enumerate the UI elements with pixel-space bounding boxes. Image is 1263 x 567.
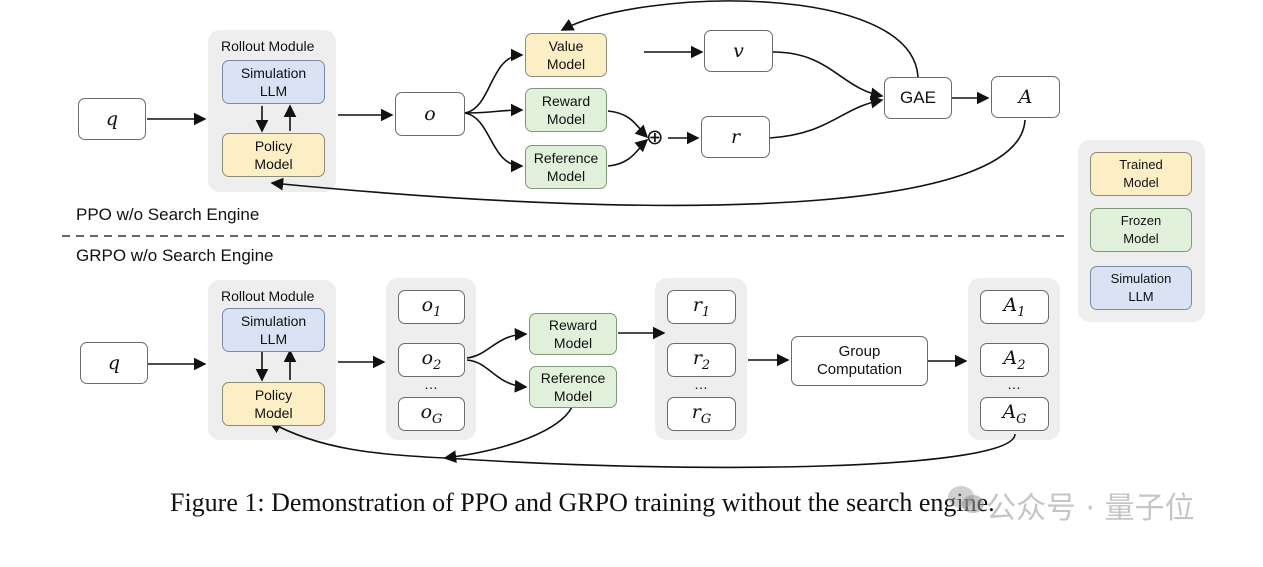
grpo-reference-model-box: Reference Model — [529, 366, 617, 408]
grpo-output-g-label: oG — [420, 401, 443, 427]
grpo-group-computation-box: Group Computation — [791, 336, 928, 386]
grpo-output-2-box: o2 — [398, 343, 465, 377]
legend-simulation-llm: Simulation LLM — [1090, 266, 1192, 310]
watermark: 公众号 · 量子位 — [986, 491, 1195, 526]
ppo-simulation-llm-box: Simulation LLM — [222, 60, 325, 104]
ppo-reward-model-label: Reward Model — [541, 93, 591, 127]
grpo-reward-g-label: rG — [691, 401, 712, 427]
ppo-reward-label: r — [730, 126, 741, 148]
grpo-output-2-label: o2 — [421, 347, 442, 373]
grpo-advantage-2-label: A2 — [1003, 347, 1026, 373]
legend-frozen-model: Frozen Model — [1090, 208, 1192, 252]
grpo-advantage-g-box: AG — [980, 397, 1049, 431]
grpo-query-box: q — [80, 342, 148, 384]
ppo-section-label: PPO w/o Search Engine — [76, 205, 260, 224]
grpo-output-1-label: o1 — [421, 294, 442, 320]
grpo-group-computation-label: Group Computation — [816, 343, 903, 378]
ppo-value-label: v — [733, 40, 744, 62]
ppo-advantage-box: A — [991, 76, 1060, 118]
grpo-advantage-1-box: A1 — [980, 290, 1049, 324]
ppo-reward-model-box: Reward Model — [525, 88, 607, 132]
grpo-output-1-box: o1 — [398, 290, 465, 324]
ppo-value-model-box: Value Model — [525, 33, 607, 77]
ppo-gae-label: GAE — [900, 88, 936, 107]
ppo-advantage-label: A — [1018, 86, 1033, 108]
grpo-reward-g-box: rG — [667, 397, 736, 431]
grpo-reward-2-box: r2 — [667, 343, 736, 377]
ppo-reference-model-box: Reference Model — [525, 145, 607, 189]
grpo-simulation-llm-label: Simulation LLM — [240, 313, 307, 347]
grpo-reward-1-box: r1 — [667, 290, 736, 324]
grpo-policy-model-box: Policy Model — [222, 382, 325, 426]
grpo-section-label: GRPO w/o Search Engine — [76, 246, 274, 265]
grpo-outputs-ellipsis: … — [424, 376, 438, 392]
grpo-advantage-g-label: AG — [1002, 401, 1027, 427]
wechat-icon — [948, 486, 984, 513]
grpo-reference-model-label: Reference Model — [540, 370, 606, 404]
legend-trained-label: Trained Model — [1119, 157, 1163, 190]
grpo-advantage-2-box: A2 — [980, 343, 1049, 377]
ppo-simulation-llm-label: Simulation LLM — [240, 65, 307, 99]
ppo-query-box: q — [78, 98, 146, 140]
ppo-plus-symbol: ⊕ — [646, 125, 664, 149]
legend-trained-model: Trained Model — [1090, 152, 1192, 196]
grpo-reward-model-label: Reward Model — [548, 317, 598, 351]
legend-frozen-label: Frozen Model — [1120, 213, 1162, 246]
legend-simulation-label: Simulation LLM — [1110, 271, 1172, 304]
grpo-reward-1-label: r1 — [692, 294, 711, 320]
grpo-advantage-1-label: A1 — [1003, 294, 1026, 320]
grpo-advantages-ellipsis: … — [1007, 376, 1021, 392]
figure-caption: Figure 1: Demonstration of PPO and GRPO … — [170, 488, 995, 517]
ppo-value-model-label: Value Model — [546, 38, 586, 72]
ppo-output-box: o — [395, 92, 465, 136]
grpo-reward-2-label: r2 — [692, 347, 711, 373]
ppo-output-label: o — [424, 103, 436, 125]
ppo-policy-model-box: Policy Model — [222, 133, 325, 177]
grpo-rollout-title: Rollout Module — [221, 288, 315, 304]
ppo-reward-box: r — [701, 116, 770, 158]
ppo-reference-model-label: Reference Model — [533, 150, 599, 184]
ppo-rollout-title: Rollout Module — [221, 38, 315, 54]
grpo-policy-model-label: Policy Model — [254, 387, 293, 421]
ppo-query-label: q — [105, 108, 119, 130]
ppo-value-box: v — [704, 30, 773, 72]
grpo-rewards-ellipsis: … — [694, 376, 708, 392]
grpo-simulation-llm-box: Simulation LLM — [222, 308, 325, 352]
ppo-policy-model-label: Policy Model — [254, 138, 293, 172]
grpo-output-g-box: oG — [398, 397, 465, 431]
grpo-reward-model-box: Reward Model — [529, 313, 617, 355]
grpo-query-label: q — [107, 352, 121, 374]
ppo-gae-box: GAE — [884, 77, 952, 119]
